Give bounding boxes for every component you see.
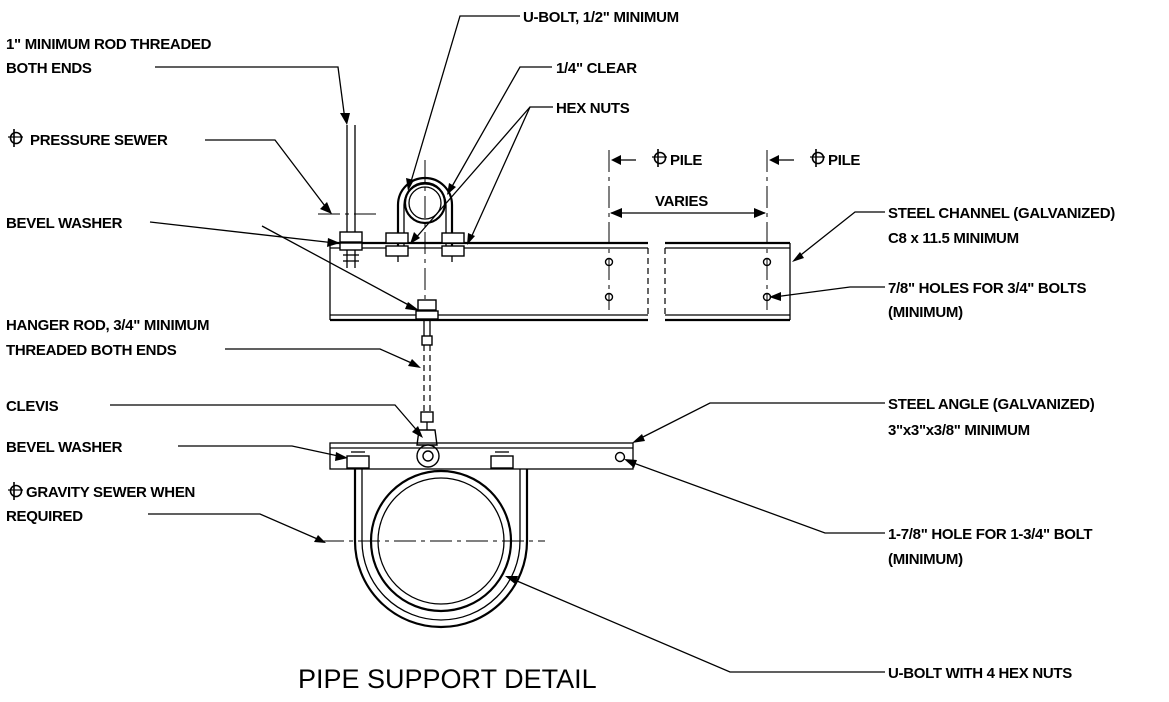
label-u-bolt-top: U-BOLT, 1/2" MINIMUM: [523, 9, 679, 26]
top-pipe-u-bolt: [318, 160, 465, 300]
label-hex-nuts: HEX NUTS: [556, 100, 630, 117]
label-clevis: CLEVIS: [6, 398, 59, 415]
bolt-holes: [604, 150, 772, 310]
label-gravity-sewer-line1: GRAVITY SEWER WHEN: [26, 484, 195, 501]
label-steel-angle-line1: STEEL ANGLE (GALVANIZED): [888, 396, 1095, 413]
label-hanger-rod-line2: THREADED BOTH ENDS: [6, 342, 177, 359]
bottom-pipe-u-bolt: [322, 451, 545, 629]
steel-angle: [329, 442, 634, 470]
label-rod-line2: BOTH ENDS: [6, 60, 92, 77]
steel-channel: [329, 241, 791, 322]
label-steel-channel-line1: STEEL CHANNEL (GALVANIZED): [888, 205, 1115, 222]
label-u-bolt-bottom: U-BOLT WITH 4 HEX NUTS: [888, 665, 1072, 682]
centerline-symbol: [7, 128, 24, 148]
label-hanger-rod-line1: HANGER ROD, 3/4" MINIMUM: [6, 317, 209, 334]
label-pile-right: PILE: [828, 152, 860, 169]
label-rod-line1: 1" MINIMUM ROD THREADED: [6, 36, 212, 53]
clevis: [416, 429, 440, 468]
label-big-hole-line2: (MINIMUM): [888, 551, 963, 568]
label-steel-channel-line2: C8 x 11.5 MINIMUM: [888, 230, 1019, 247]
label-bevel-washer-bottom: BEVEL WASHER: [6, 439, 123, 456]
leader-lines: [110, 15, 885, 673]
hanger-rod: [415, 299, 439, 430]
label-big-hole-line1: 1-7/8" HOLE FOR 1-3/4" BOLT: [888, 526, 1092, 543]
label-steel-angle-line2: 3"x3"x3/8" MINIMUM: [888, 422, 1030, 439]
label-pressure-sewer: PRESSURE SEWER: [30, 132, 168, 149]
threaded-rod: [339, 125, 363, 268]
centerline-symbol: [809, 148, 826, 168]
centerline-symbol: [7, 481, 24, 501]
drawing-title: PIPE SUPPORT DETAIL: [298, 664, 597, 694]
label-varies: VARIES: [655, 193, 708, 210]
label-pile-left: PILE: [670, 152, 702, 169]
centerline-symbol: [651, 148, 668, 168]
label-holes-line1: 7/8" HOLES FOR 3/4" BOLTS: [888, 280, 1086, 297]
label-gravity-sewer-line2: REQUIRED: [6, 508, 83, 525]
label-bevel-washer-top: BEVEL WASHER: [6, 215, 123, 232]
label-holes-line2: (MINIMUM): [888, 304, 963, 321]
label-clear: 1/4" CLEAR: [556, 60, 637, 77]
